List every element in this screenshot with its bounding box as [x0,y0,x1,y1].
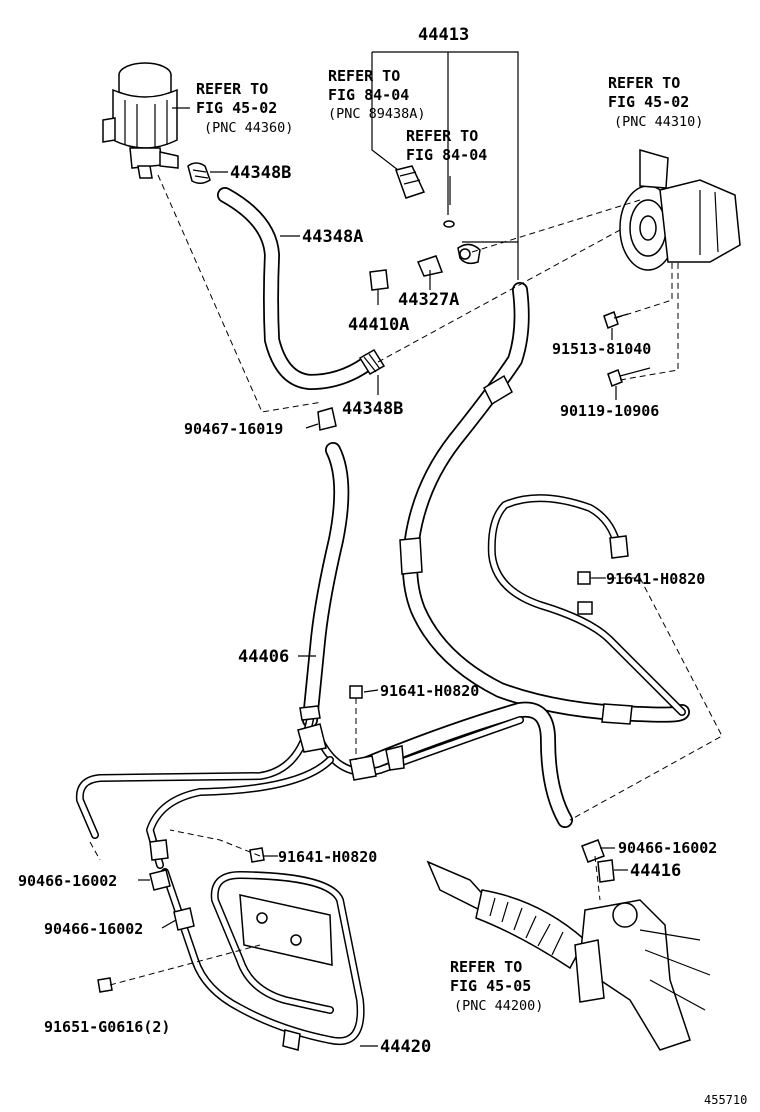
svg-text:FIG 45-02: FIG 45-02 [196,99,277,117]
svg-text:FIG 45-05: FIG 45-05 [450,977,531,995]
grommet-90466-right [581,839,605,863]
grommet-90467 [317,407,337,431]
clamp-44348b-mid [358,348,386,376]
dashed-connection-lines [89,174,723,986]
svg-text:(PNC 44200): (PNC 44200) [454,998,543,1014]
svg-text:(PNC 44310): (PNC 44310) [614,114,703,130]
reservoir-tank-illustration [102,62,179,179]
label-44348b-top: 44348B [230,163,291,183]
label-44420: 44420 [380,1037,431,1057]
svg-text:FIG 45-02: FIG 45-02 [608,93,689,111]
svg-text:REFER TO: REFER TO [608,74,680,92]
o-ring [443,220,455,228]
leader-lines [138,51,628,1047]
ref-sensor-1: REFER TO FIG 84-04 (PNC 89438A) [328,67,426,122]
svg-text:REFER TO: REFER TO [450,958,522,976]
main-pipe-assembly [75,705,524,869]
svg-text:FIG 84-04: FIG 84-04 [406,146,487,164]
svg-text:REFER TO: REFER TO [328,67,400,85]
label-91651-g0616: 91651-G0616(2) [44,1018,170,1036]
label-44410a: 44410A [348,315,409,335]
grommet-90466-left2 [173,907,195,931]
ref-sensor-2: REFER TO FIG 84-04 [406,127,487,164]
label-91513-81040: 91513-81040 [552,340,651,358]
grommet-90466-left1 [149,869,171,891]
svg-text:REFER TO: REFER TO [406,127,478,145]
gear-return-hose [357,701,573,828]
label-90466-16002-right: 90466-16002 [618,839,717,857]
bolt-91651 [97,977,113,993]
svg-text:(PNC 89438A): (PNC 89438A) [328,106,426,122]
label-44413: 44413 [418,25,469,45]
label-90466-16002-left2: 90466-16002 [44,920,143,938]
pressure-hose-end-fittings [399,243,633,725]
label-91641-h0820-low: 91641-H0820 [278,848,377,866]
pressure-hose-44410a [402,282,690,723]
upper-right-pipe [487,494,686,716]
return-hose-44348a [217,187,373,390]
label-90466-16002-left1: 90466-16002 [18,872,117,890]
label-44416: 44416 [630,861,681,881]
ref-reservoir: REFER TO FIG 45-02 (PNC 44360) [196,80,293,136]
oil-cooler-44420 [161,868,365,1051]
label-44406: 44406 [238,647,289,667]
label-44348a: 44348A [302,227,363,247]
bolt-91641-right [577,571,591,585]
svg-text:FIG 84-04: FIG 84-04 [328,86,409,104]
fitting-44410a [369,269,389,291]
bolt-91513 [603,311,629,329]
pressure-switch [395,165,426,199]
ref-gear: REFER TO FIG 45-05 (PNC 44200) [450,958,543,1014]
bolt-91641-mid [349,685,363,699]
ref-pump: REFER TO FIG 45-02 (PNC 44310) [608,74,703,130]
power-steering-pump-illustration [619,149,741,271]
svg-text:(PNC 44360): (PNC 44360) [204,120,293,136]
label-91641-h0820-mid: 91641-H0820 [380,682,479,700]
union-44416 [597,859,615,883]
return-tube-44406 [302,442,350,728]
label-90467-16019: 90467-16019 [184,420,283,438]
bolt-90119 [607,367,651,387]
steering-gear-illustration [426,860,711,1051]
hose-clamp-44348b-top [187,162,211,184]
svg-text:REFER TO: REFER TO [196,80,268,98]
label-90119-10906: 90119-10906 [560,402,659,420]
label-44348b-mid: 44348B [342,399,403,419]
diagram-code: 455710 [704,1093,747,1107]
label-44327a: 44327A [398,290,459,310]
union-44327a [416,255,444,277]
label-91641-h0820-right: 91641-H0820 [606,570,705,588]
